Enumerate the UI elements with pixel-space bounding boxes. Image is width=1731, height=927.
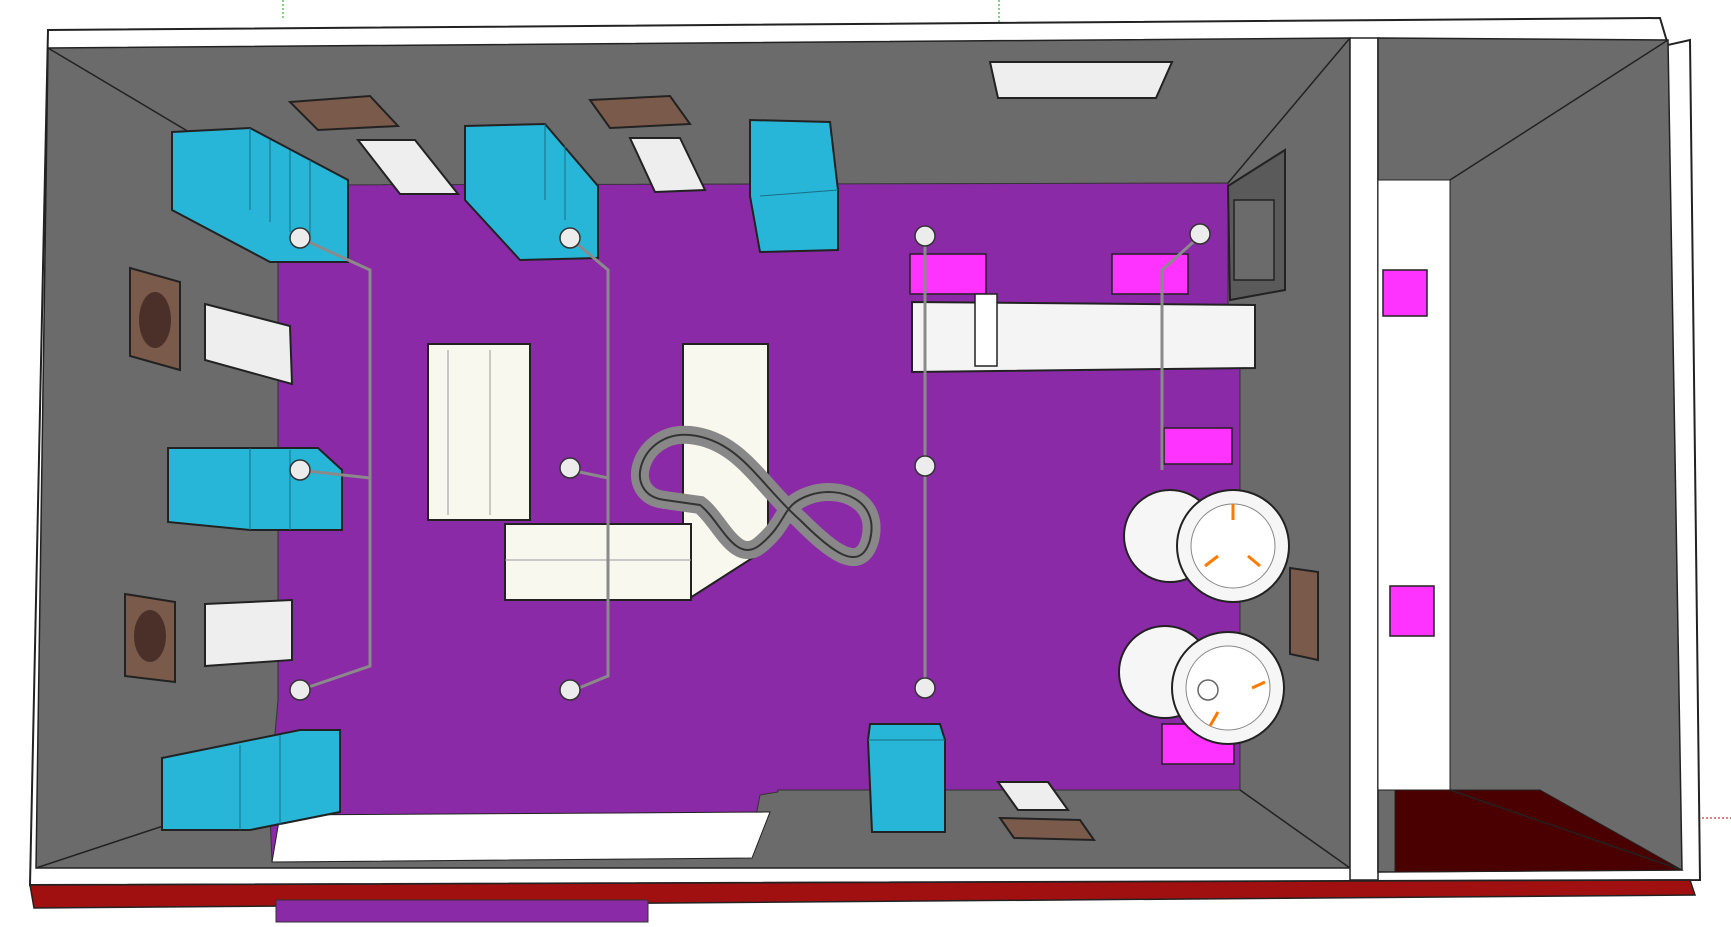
- glass-display-case[interactable]: [749, 118, 839, 254]
- picture-frame-icon: [129, 266, 181, 372]
- glass-display-case[interactable]: [161, 729, 341, 831]
- picture-frame-icon: [588, 94, 692, 130]
- entry-step: [275, 899, 649, 923]
- partition-wall: [1349, 37, 1379, 881]
- glass-display-case[interactable]: [866, 723, 946, 833]
- picture-frame-icon: [287, 94, 401, 132]
- round-table[interactable]: [1123, 489, 1290, 603]
- glass-display-case[interactable]: [464, 122, 599, 262]
- shelving-cabinet[interactable]: [504, 523, 692, 601]
- wall-vent: [204, 61, 1174, 811]
- glass-display-case[interactable]: [167, 447, 343, 531]
- shelving-cabinet[interactable]: [427, 343, 531, 521]
- picture-frame-icon: [1289, 566, 1319, 662]
- clothing-rack[interactable]: [297, 234, 1202, 692]
- entrance-mat: [271, 811, 771, 863]
- checkout-counter[interactable]: [911, 300, 1256, 374]
- picture-frame-icon: [124, 592, 176, 684]
- round-table[interactable]: [1118, 625, 1285, 745]
- picture-frame-icon: [998, 816, 1096, 842]
- rack-base: [289, 223, 1211, 701]
